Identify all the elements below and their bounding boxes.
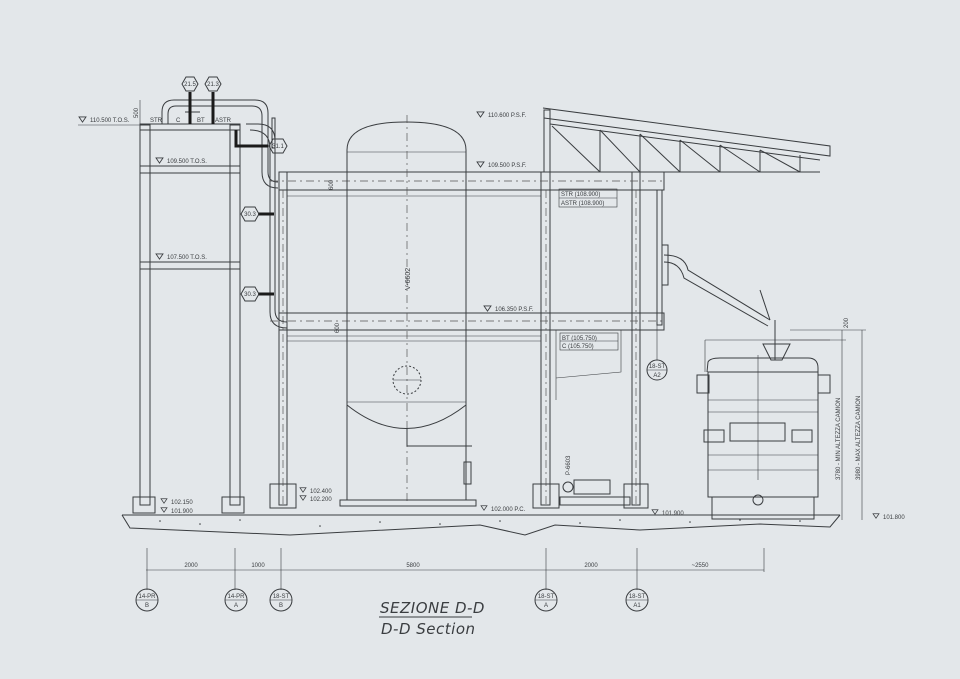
dim-600-lower: 600 [335, 322, 341, 333]
level-110500-tos: 110.500 T.O.S. [78, 116, 130, 124]
level-109500-tos: 109.500 T.O.S. [155, 157, 207, 165]
svg-text:30.3: 30.3 [244, 212, 256, 218]
svg-text:A1: A1 [633, 603, 641, 609]
svg-text:STR (108.900): STR (108.900) [561, 192, 600, 198]
svg-text:ASTR (108.900): ASTR (108.900) [561, 201, 604, 207]
tag-30-3-upper: 30.3 [240, 206, 260, 222]
roof-truss [542, 107, 831, 173]
pump-p-6603: P-6603 [559, 455, 631, 506]
pipe-label-bt: BT [197, 118, 205, 124]
svg-text:110.600 P.S.F.: 110.600 P.S.F. [488, 113, 526, 119]
level-101900-left: 101.900 [160, 507, 193, 515]
title-italian: SEZIONE D-D [380, 599, 485, 617]
svg-text:110.500 T.O.S.: 110.500 T.O.S. [90, 118, 130, 124]
level-110600-psf: 110.600 P.S.F. [476, 111, 526, 119]
elevation-box-upper: STR (108.900) ASTR (108.900) [558, 188, 618, 208]
svg-text:102.200: 102.200 [310, 497, 332, 503]
svg-text:18-ST: 18-ST [649, 364, 666, 370]
level-106350-psf: 106.350 P.S.F. [483, 305, 534, 313]
level-101900-right: 101.900 [651, 509, 684, 517]
svg-text:A: A [544, 603, 548, 609]
svg-text:14-PR: 14-PR [138, 594, 156, 600]
level-107500-tos: 107.500 T.O.S. [155, 253, 207, 261]
level-102400: 102.400 [299, 487, 332, 495]
svg-text:B: B [279, 603, 283, 609]
svg-text:3980 - MAX ALTEZZA CAMION: 3980 - MAX ALTEZZA CAMION [856, 396, 862, 480]
svg-text:200: 200 [844, 317, 850, 328]
grid-bubble-18-st-b: 18-ST B [269, 588, 293, 612]
dim-500: 500 [134, 107, 140, 118]
dim-span-1: 2000 [184, 563, 198, 569]
main-structure [269, 109, 665, 509]
svg-text:B: B [145, 603, 149, 609]
level-102000-pc: 102.000 P.C. [480, 505, 526, 513]
svg-text:102.000 P.C.: 102.000 P.C. [491, 507, 526, 513]
grid-bubble-18-st-a: 18-ST A [534, 588, 558, 612]
pipe-label-astr: ASTR [215, 118, 232, 124]
svg-text:C (105.750): C (105.750) [562, 344, 594, 350]
tag-31-1: 31.1 [268, 138, 288, 154]
pipe-label-str: STR [150, 118, 163, 124]
ground-slab [121, 514, 841, 536]
dim-600-upper: 600 [329, 179, 335, 190]
svg-text:106.350 P.S.F.: 106.350 P.S.F. [495, 307, 534, 313]
svg-text:102.400: 102.400 [310, 489, 332, 495]
svg-text:109.500 P.S.F.: 109.500 P.S.F. [488, 163, 527, 169]
dim-span-2: 1000 [251, 563, 265, 569]
svg-text:A2: A2 [653, 373, 661, 379]
svg-text:107.500 T.O.S.: 107.500 T.O.S. [167, 255, 207, 261]
dim-span-5: ~2550 [692, 563, 710, 569]
svg-text:18-ST: 18-ST [538, 594, 555, 600]
truck-height-dims: 200 3780 - MIN ALTEZZA CAMION 3980 - MAX… [790, 317, 866, 520]
svg-text:21.3: 21.3 [207, 82, 219, 88]
dimension-chain: 2000 1000 5800 2000 ~2550 [146, 548, 765, 590]
svg-text:BT (105.750): BT (105.750) [562, 336, 597, 342]
grid-bubble-18-st-a1: 18-ST A1 [625, 588, 649, 612]
section-title: SEZIONE D-D D-D Section [379, 599, 485, 638]
grid-bubble-14-pr-b: 14-PR B [135, 588, 159, 612]
level-109500-psf: 109.500 P.S.F. [476, 161, 527, 169]
svg-text:21.5: 21.5 [184, 82, 196, 88]
tag-21-3: 21.3 [204, 76, 222, 92]
pipe-rack-tower [78, 123, 245, 514]
level-102150: 102.150 [160, 498, 193, 506]
svg-text:101.900: 101.900 [171, 509, 193, 515]
grid-bubble-18-st-a2: 18-ST A2 [646, 325, 668, 381]
tag-30-3-lower: 30.3 [240, 286, 260, 302]
tag-leaders [188, 92, 274, 296]
svg-text:109.500 T.O.S.: 109.500 T.O.S. [167, 159, 207, 165]
svg-text:14-PR: 14-PR [227, 594, 245, 600]
loading-arm [661, 244, 776, 360]
title-english: D-D Section [381, 620, 476, 638]
level-101800: 101.800 [872, 513, 905, 521]
svg-text:18-ST: 18-ST [629, 594, 646, 600]
tag-21-5: 21.5 [181, 76, 199, 92]
svg-text:101.900: 101.900 [662, 511, 684, 517]
svg-text:101.800: 101.800 [883, 515, 905, 521]
pipes [161, 99, 288, 329]
elevation-box-lower: BT (105.750) C (105.750) [559, 332, 619, 351]
svg-text:3780 - MIN ALTEZZA CAMION: 3780 - MIN ALTEZZA CAMION [836, 398, 842, 480]
svg-text:V-6602: V-6602 [405, 268, 412, 290]
dim-span-4: 2000 [584, 563, 598, 569]
svg-text:P-6603: P-6603 [566, 455, 572, 475]
svg-text:102.150: 102.150 [171, 500, 193, 506]
svg-text:30.3: 30.3 [244, 292, 256, 298]
vessel-v-6602: V-6602 [339, 115, 477, 507]
truck-front-view [696, 339, 831, 520]
grid-bubble-14-pr-a: 14-PR A [224, 588, 248, 612]
svg-text:31.1: 31.1 [272, 144, 284, 150]
svg-text:18-ST: 18-ST [273, 594, 290, 600]
level-102200: 102.200 [299, 495, 332, 503]
dim-span-3: 5800 [406, 563, 420, 569]
pipe-label-c: C [176, 118, 181, 124]
svg-text:A: A [234, 603, 238, 609]
